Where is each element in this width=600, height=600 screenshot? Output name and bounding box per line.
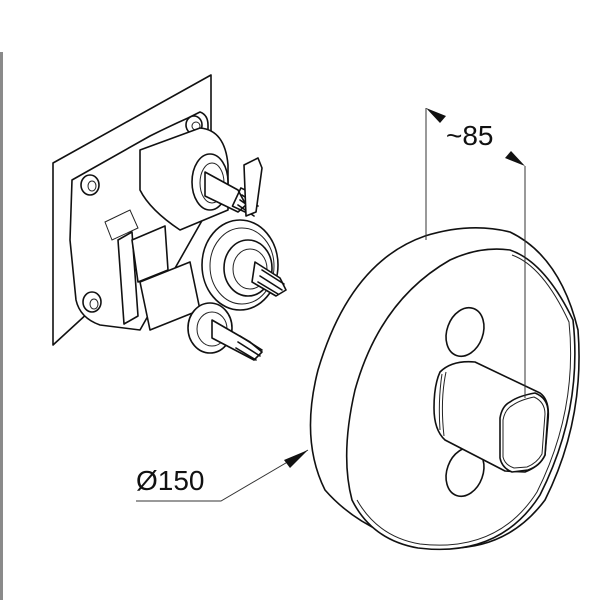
dimension-diameter xyxy=(136,449,309,502)
valve-body xyxy=(69,111,287,361)
frame-border-line xyxy=(0,52,3,600)
dimension-depth xyxy=(425,108,526,398)
depth-dimension-label: ~85 xyxy=(446,120,494,151)
trim-plate xyxy=(309,227,580,551)
diameter-dimension-label: Ø150 xyxy=(136,465,205,496)
